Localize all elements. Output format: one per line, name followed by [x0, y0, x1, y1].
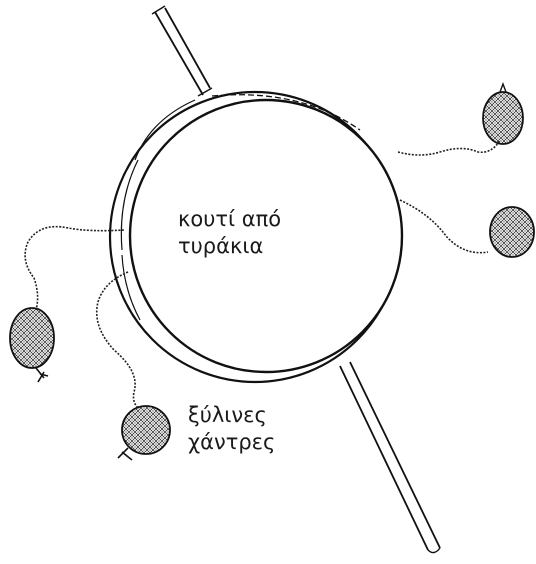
- bead-strings: [24, 139, 501, 409]
- drum-face: [128, 98, 404, 374]
- box-label-line1: κουτί από: [178, 207, 282, 231]
- box-label-line2: τυράκια: [178, 234, 264, 258]
- bottom-stick: [339, 361, 441, 554]
- beads-label: ξύλινες χάντρες: [188, 402, 275, 456]
- bead-bottom: [117, 405, 171, 461]
- bead-left: [9, 307, 55, 383]
- bead-top-right: [482, 82, 524, 145]
- beads-label-line1: ξύλινες: [188, 403, 267, 427]
- box-label: κουτί από τυράκια: [178, 206, 281, 260]
- bead-right: [489, 206, 535, 258]
- top-stick: [151, 5, 213, 97]
- beads-label-line2: χάντρες: [188, 430, 276, 454]
